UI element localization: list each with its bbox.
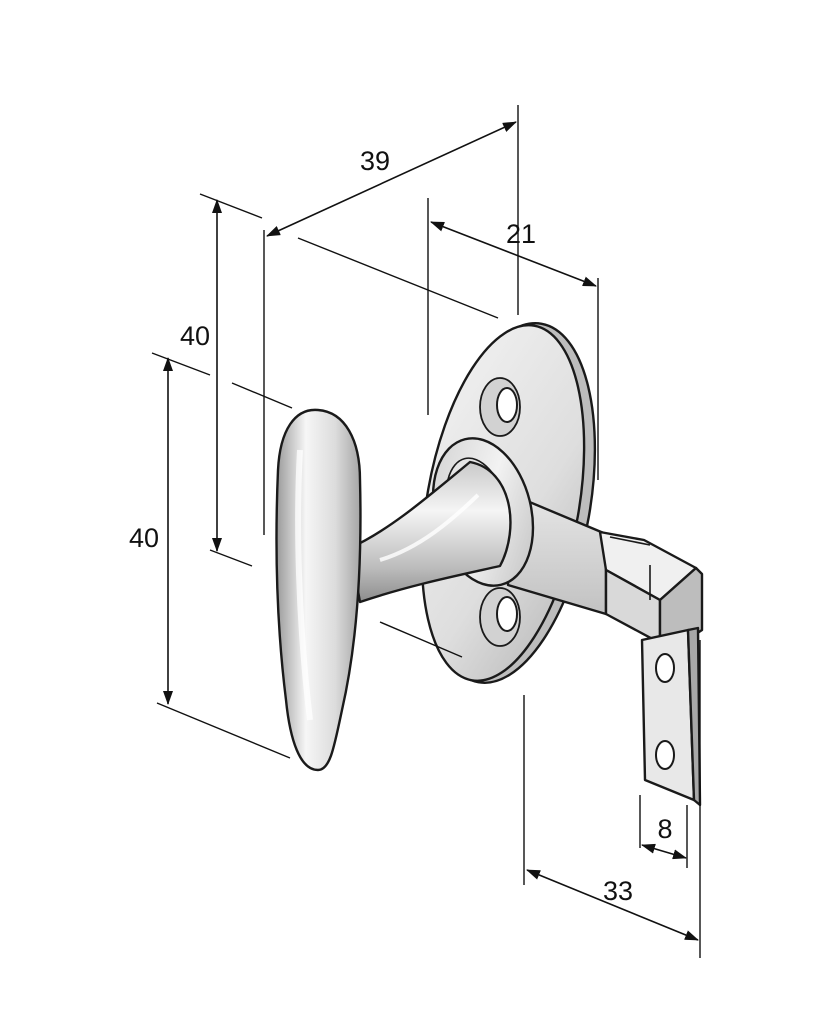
dimension-21-label: 21 xyxy=(506,219,536,249)
dimension-8: 8 xyxy=(641,814,687,860)
strike-hole-top xyxy=(655,653,675,683)
handle-shaft xyxy=(348,460,512,604)
rosette-screw-hole-top xyxy=(479,377,521,437)
strike-hole-bottom xyxy=(655,740,675,770)
latch-part xyxy=(275,322,704,807)
dimension-33-label: 33 xyxy=(603,876,633,906)
dimension-40-lower-label: 40 xyxy=(129,523,159,553)
dimension-40-upper-label: 40 xyxy=(180,321,210,351)
latch-bar xyxy=(506,491,704,645)
dimension-39: 39 xyxy=(266,121,517,237)
strike-plate xyxy=(640,626,702,807)
dimension-40-upper: 40 xyxy=(180,199,222,552)
dimension-8-label: 8 xyxy=(657,814,672,844)
rosette-screw-hole-bottom xyxy=(479,587,521,647)
handle-knob xyxy=(275,408,362,772)
dimension-21: 21 xyxy=(430,219,597,287)
dimension-39-label: 39 xyxy=(360,146,390,176)
dimension-lines: 39 21 40 40 8 33 xyxy=(129,105,701,958)
dimension-33: 33 xyxy=(526,869,699,941)
dimension-40-lower: 40 xyxy=(129,357,173,705)
